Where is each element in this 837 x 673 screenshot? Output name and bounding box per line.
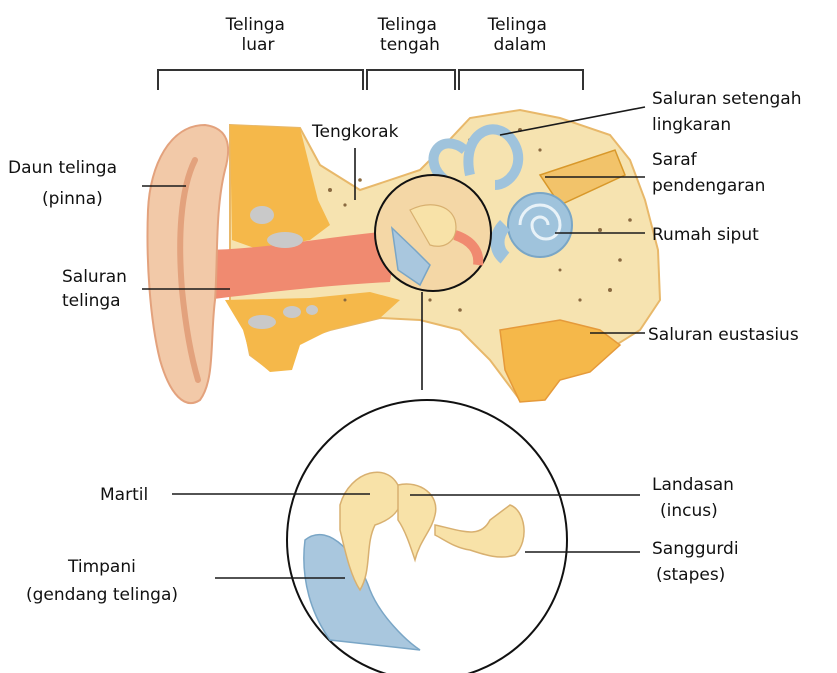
pinna-shape <box>148 125 229 403</box>
pinna-label: Daun telinga (pinna) <box>8 158 122 209</box>
stapes-label: Sanggurdi (stapes) <box>652 539 744 585</box>
region-inner-label: Telinga dalam <box>487 15 553 55</box>
incus-label: Landasan (incus) <box>652 475 739 521</box>
bone-cavity-3 <box>248 315 276 329</box>
bone-cavity-4 <box>283 306 301 318</box>
malleus-label: Martil <box>100 485 148 505</box>
ossicles-magnified <box>287 400 567 673</box>
region-middle-label: Telinga tengah <box>377 15 443 55</box>
lower-canal-wall <box>225 292 400 372</box>
auditory-nerve-label: Saraf pendengaran <box>652 150 765 196</box>
bone-cavity-5 <box>306 305 318 315</box>
region-labels: Telinga luar Telinga tengah Telinga dala… <box>225 15 553 55</box>
eardrum-label: Timpani (gendang telinga) <box>26 557 178 605</box>
region-brackets <box>158 70 583 90</box>
eustachian-tube-label: Saluran eustasius <box>648 325 799 345</box>
ear-canal-label: Saluran telinga <box>62 267 132 311</box>
cochlea-label: Rumah siput <box>652 225 759 245</box>
bone-cavity-2 <box>267 232 303 248</box>
bone-cavity-1 <box>250 206 274 224</box>
region-outer-label: Telinga luar <box>225 15 291 55</box>
middle-ear-circle <box>375 175 491 291</box>
skull-label: Tengkorak <box>311 122 399 142</box>
semicircular-canals-label: Saluran setengah lingkaran <box>652 89 807 135</box>
